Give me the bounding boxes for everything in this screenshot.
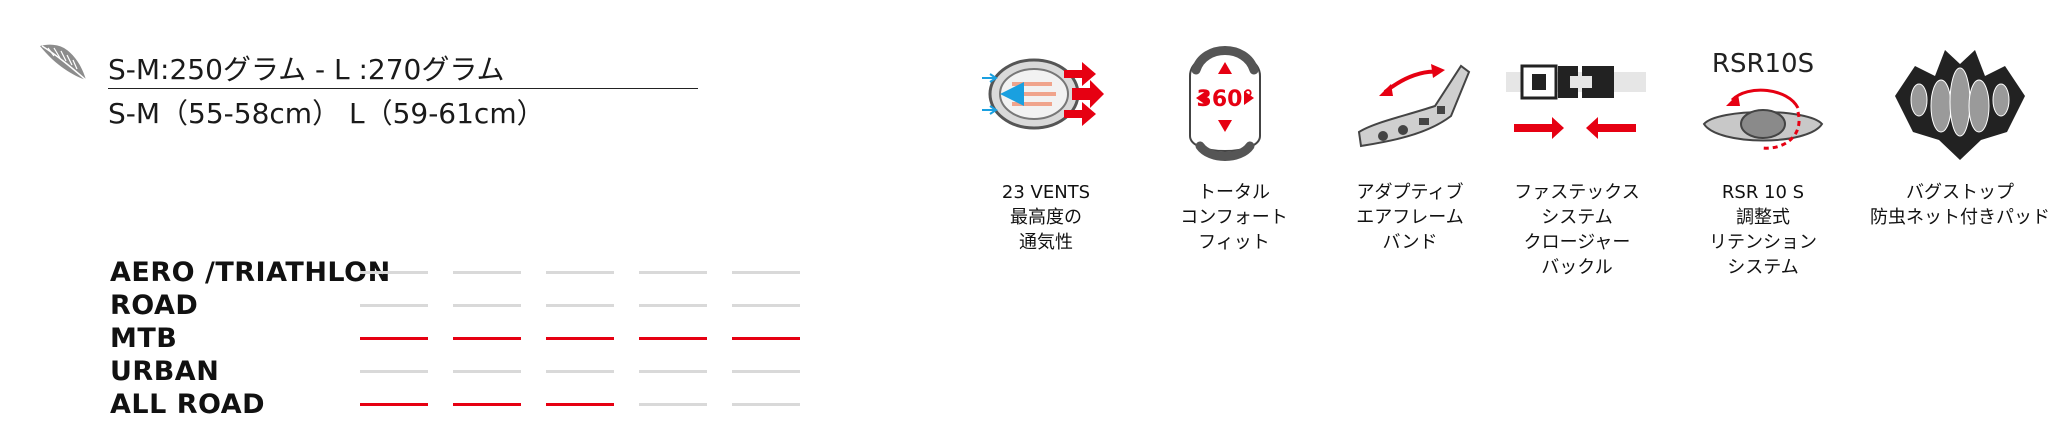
usage-label-all-road: ALL ROAD bbox=[110, 389, 266, 420]
caption-line: コンフォート bbox=[1180, 207, 1288, 228]
caption-line: エアフレーム bbox=[1356, 207, 1464, 228]
caption-line: フィット bbox=[1198, 232, 1270, 253]
caption-line: クロージャー bbox=[1523, 232, 1631, 253]
usage-rating-dash bbox=[360, 337, 428, 340]
360-comfort-fit-icon: 360° bbox=[1160, 36, 1310, 168]
usage-rating-dash bbox=[546, 271, 614, 274]
usage-rating-dash bbox=[360, 271, 428, 274]
usage-rating-dash bbox=[546, 337, 614, 340]
usage-rating-dash bbox=[360, 403, 428, 406]
caption-line: 通気性 bbox=[1019, 232, 1073, 253]
usage-rating-dash bbox=[639, 403, 707, 406]
caption-line: アダプティブ bbox=[1356, 182, 1464, 203]
usage-rating-dash bbox=[546, 304, 614, 307]
usage-rating-dash bbox=[360, 304, 428, 307]
caption-line: 防虫ネット付きパッド bbox=[1870, 207, 2050, 228]
caption-line: 最高度の bbox=[1010, 207, 1082, 228]
usage-rating-dash bbox=[360, 370, 428, 373]
rsr10s-retention-icon: RSR10S bbox=[1688, 36, 1838, 168]
fastex-buckle-icon bbox=[1502, 36, 1652, 168]
ventilation-icon bbox=[972, 36, 1122, 168]
adaptive-frame-band-icon bbox=[1335, 36, 1485, 168]
feather-icon bbox=[34, 36, 90, 84]
usage-label-road: ROAD bbox=[110, 290, 199, 321]
caption-line: バグストップ bbox=[1906, 182, 2014, 203]
usage-label-mtb: MTB bbox=[110, 323, 178, 354]
caption-line: ファステックス bbox=[1514, 182, 1640, 203]
usage-rating-dash bbox=[732, 370, 800, 373]
caption-line: システム bbox=[1727, 257, 1799, 278]
usage-rating-dash bbox=[639, 337, 707, 340]
caption-line: RSR 10 S bbox=[1721, 182, 1805, 203]
usage-rating-dash bbox=[732, 304, 800, 307]
divider bbox=[108, 88, 698, 89]
caption-line: バックル bbox=[1541, 257, 1613, 278]
caption-line: リテンション bbox=[1709, 232, 1817, 253]
usage-rating-dash bbox=[639, 370, 707, 373]
usage-rating-dash bbox=[732, 403, 800, 406]
feature-caption-bug-stop: バグストップ 防虫ネット付きパッド bbox=[1860, 180, 2060, 230]
caption-line: 23 VENTS bbox=[1001, 182, 1091, 203]
feature-caption-fastex: ファステックス システム クロージャー バックル bbox=[1477, 180, 1677, 280]
usage-rating-dash bbox=[639, 304, 707, 307]
usage-rating-dash bbox=[732, 337, 800, 340]
usage-rating-dash bbox=[453, 370, 521, 373]
feature-caption-rsr10s: RSR 10 S 調整式 リテンション システム bbox=[1663, 180, 1863, 280]
caption-line: システム bbox=[1541, 207, 1613, 228]
usage-label-urban: URBAN bbox=[110, 356, 220, 387]
feature-caption-frame-band: アダプティブ エアフレーム バンド bbox=[1310, 180, 1510, 255]
360-icon-text: 360° bbox=[1197, 87, 1254, 112]
bug-stop-net-pad-icon bbox=[1885, 36, 2035, 168]
usage-rating-dash bbox=[639, 271, 707, 274]
size-range-text: S-M（55-58cm） L（59-61cm） bbox=[108, 97, 545, 130]
usage-rating-dash bbox=[453, 304, 521, 307]
caption-line: バンド bbox=[1382, 232, 1438, 253]
usage-rating-dash bbox=[453, 337, 521, 340]
usage-rating-dash bbox=[732, 271, 800, 274]
usage-rating-dash bbox=[546, 403, 614, 406]
usage-label-aero-triathlon: AERO /TRIATHLON bbox=[110, 257, 391, 288]
feature-caption-comfort-fit: トータル コンフォート フィット bbox=[1134, 180, 1334, 255]
usage-rating-dash bbox=[453, 271, 521, 274]
usage-rating-dash bbox=[453, 403, 521, 406]
caption-line: 調整式 bbox=[1736, 207, 1790, 228]
feature-caption-vents: 23 VENTS 最高度の 通気性 bbox=[946, 180, 1146, 255]
rsr10s-logo-text: RSR10S bbox=[1712, 49, 1814, 79]
caption-line: トータル bbox=[1198, 182, 1270, 203]
usage-rating-dash bbox=[546, 370, 614, 373]
weight-text: S-M:250グラム - L :270グラム bbox=[108, 53, 505, 86]
